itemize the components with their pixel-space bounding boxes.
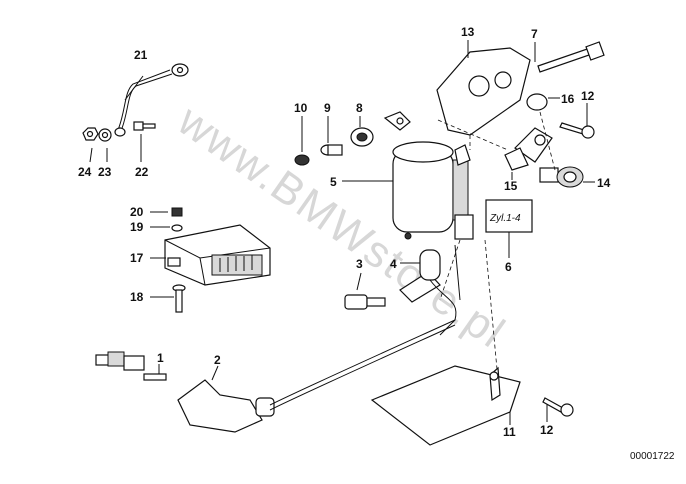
label-6: Zyl.1-4	[485, 199, 533, 233]
callout-10: 10	[294, 101, 308, 115]
nut-10	[294, 154, 310, 166]
callout-15: 15	[504, 179, 518, 193]
washer-19	[171, 224, 183, 232]
screw-18	[172, 284, 186, 313]
cap-16	[526, 93, 548, 111]
washer-23	[98, 128, 112, 142]
bracket-13	[436, 47, 531, 136]
bolt-7	[537, 41, 605, 73]
terminal-3	[344, 294, 386, 310]
screw-12-upper	[559, 122, 595, 139]
plug-boot-2	[177, 379, 275, 433]
label-text: Zyl.1-4	[489, 213, 521, 224]
screw-12-lower	[542, 397, 574, 417]
callout-16: 16	[561, 92, 575, 106]
callout-9: 9	[324, 101, 331, 115]
callout-4: 4	[390, 257, 397, 271]
callout-13: 13	[461, 25, 475, 39]
spark-plug-1	[95, 351, 167, 381]
callout-21: 21	[134, 48, 148, 62]
callout-2: 2	[214, 353, 221, 367]
ground-cable-21	[114, 63, 189, 137]
callout-5: 5	[330, 175, 337, 189]
callout-19: 19	[130, 220, 144, 234]
callout-12-lower: 12	[540, 423, 554, 437]
ignition-coil-5	[383, 111, 474, 240]
callout-24: 24	[78, 165, 92, 179]
callout-1: 1	[157, 351, 164, 365]
callout-11: 11	[503, 425, 516, 439]
callout-6: 6	[505, 260, 512, 274]
callout-12-upper: 12	[581, 89, 595, 103]
callout-20: 20	[130, 205, 144, 219]
plug-14	[539, 166, 584, 188]
nut-20	[171, 207, 183, 217]
boot-4	[399, 249, 441, 303]
reference-number: 00001722	[630, 451, 675, 462]
callout-22: 22	[135, 165, 149, 179]
callout-14: 14	[597, 176, 611, 190]
callout-18: 18	[130, 290, 144, 304]
bracket-plate-11	[370, 365, 521, 446]
callout-17: 17	[130, 251, 144, 265]
callout-8: 8	[356, 101, 363, 115]
connector-15	[504, 127, 553, 171]
control-unit-17	[164, 224, 271, 286]
bolt-22	[133, 121, 156, 131]
callout-23: 23	[98, 165, 112, 179]
callout-7: 7	[531, 27, 538, 41]
bushing-8	[350, 127, 374, 147]
callout-3: 3	[356, 257, 363, 271]
nut-24	[82, 127, 99, 141]
grommet-9	[320, 144, 343, 156]
